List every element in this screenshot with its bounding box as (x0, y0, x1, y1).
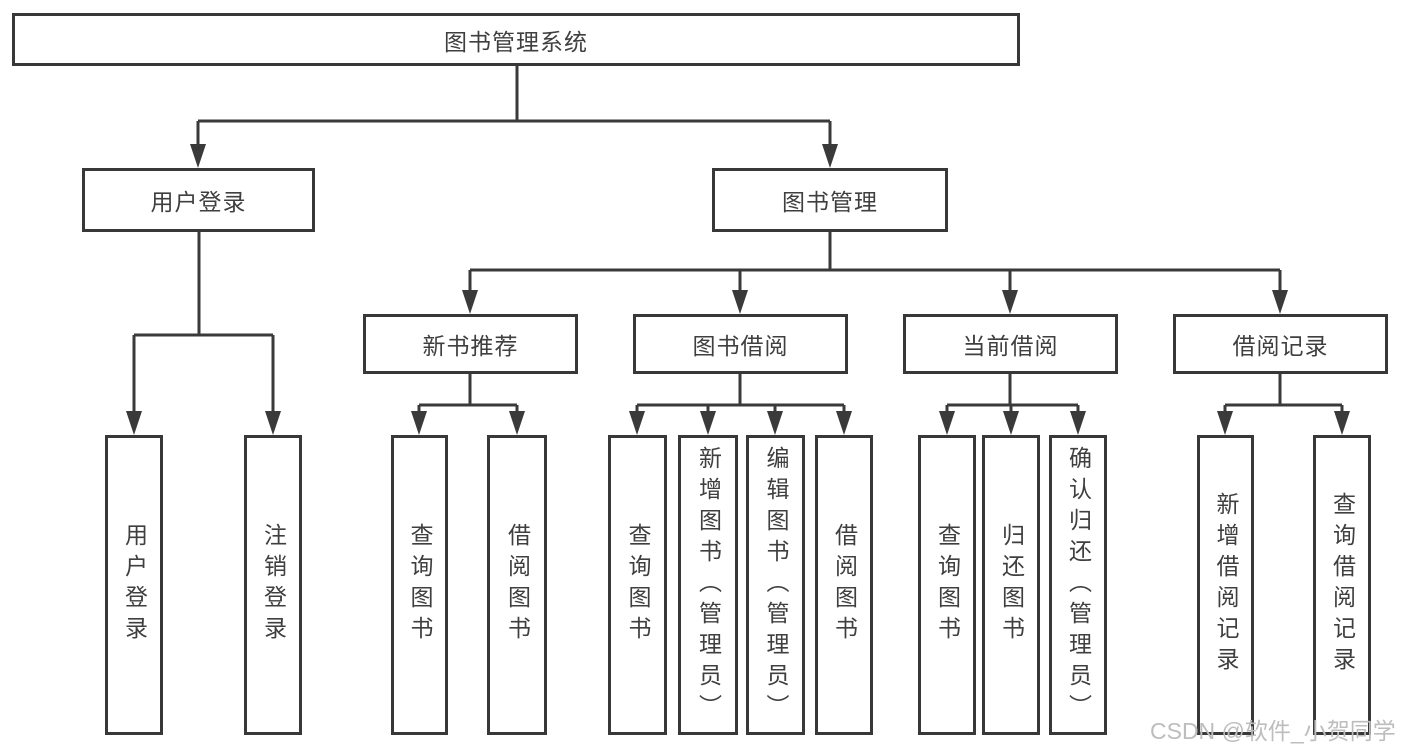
arrow-icon (265, 411, 281, 435)
leaf-logout: 注销登录 (244, 435, 302, 735)
leaf-borrow-books-recommend: 借阅图书 (487, 435, 547, 735)
node-label: 新增借阅记录 (1213, 492, 1239, 678)
node-label: 图书管理系统 (444, 28, 588, 55)
leaf-add-borrow-record: 新增借阅记录 (1197, 435, 1254, 735)
node-label: 归还图书 (998, 523, 1025, 647)
node-label: 新书推荐 (422, 333, 519, 359)
leaf-confirm-return-admin: 确认归还（管理员） (1049, 435, 1107, 735)
csdn-watermark: CSDN @软件_小贺同学 (1150, 718, 1396, 744)
leaf-query-books-recommend: 查询图书 (391, 435, 448, 735)
arrow-icon (939, 411, 955, 435)
arrow-icon (509, 411, 525, 435)
connector-current-to-leaves (945, 374, 1080, 414)
leaf-query-books-borrowing: 查询图书 (608, 435, 667, 735)
arrow-icon (1002, 290, 1018, 314)
leaf-user-login: 用户登录 (105, 435, 163, 735)
node-label: 图书管理 (782, 189, 878, 215)
arrow-icon (836, 411, 852, 435)
node-label: 查询图书 (934, 523, 961, 647)
arrow-icon (822, 144, 838, 168)
connector-borrowing-to-leaves (635, 374, 846, 414)
arrow-icon (700, 411, 716, 435)
arrow-icon (1003, 411, 1019, 435)
leaf-return-books: 归还图书 (982, 435, 1040, 735)
node-label: 用户登录 (150, 189, 247, 215)
connector-bookmgmt-to-level3 (468, 232, 1282, 294)
connector-userlogin-to-leaves (132, 232, 275, 414)
node-label: 注销登录 (260, 523, 287, 647)
node-label: 查询借阅记录 (1329, 492, 1356, 678)
node-label: 借阅图书 (831, 523, 858, 647)
node-label: 图书借阅 (692, 333, 789, 359)
arrow-icon (1334, 411, 1350, 435)
node-label: 借阅记录 (1232, 333, 1329, 359)
leaf-borrow-books-borrowing: 借阅图书 (815, 435, 873, 735)
leaf-edit-books-admin: 编辑图书（管理员） (746, 435, 805, 735)
arrow-icon (629, 411, 645, 435)
arrow-icon (126, 411, 142, 435)
node-label: 查询图书 (625, 523, 651, 647)
node-label: 查询图书 (407, 523, 433, 647)
node-new-book-recommendation: 新书推荐 (363, 314, 578, 374)
leaf-query-borrow-record: 查询借阅记录 (1313, 435, 1371, 735)
arrow-icon (767, 411, 783, 435)
node-label: 当前借阅 (962, 333, 1059, 359)
node-user-login-branch: 用户登录 (82, 168, 315, 232)
node-book-management-branch: 图书管理 (712, 168, 948, 232)
node-book-borrowing: 图书借阅 (633, 314, 848, 374)
node-label: 编辑图书（管理员） (763, 445, 789, 725)
arrow-icon (190, 144, 206, 168)
node-label: 借阅图书 (504, 523, 531, 647)
node-label: 确认归还（管理员） (1065, 445, 1092, 725)
connector-records-to-leaves (1223, 374, 1344, 414)
node-label: 新增图书（管理员） (695, 445, 722, 725)
node-borrowing-records: 借阅记录 (1173, 314, 1388, 374)
arrow-icon (411, 411, 427, 435)
arrow-icon (732, 290, 748, 314)
arrow-icon (1272, 290, 1288, 314)
connector-newbook-to-leaves (417, 374, 519, 414)
arrow-icon (1070, 411, 1086, 435)
node-current-borrowing: 当前借阅 (903, 314, 1118, 374)
connector-root-to-level2 (196, 66, 832, 150)
arrow-icon (462, 290, 478, 314)
leaf-query-books-current: 查询图书 (918, 435, 976, 735)
node-library-system: 图书管理系统 (12, 13, 1020, 66)
node-label: 用户登录 (121, 523, 148, 647)
leaf-add-books-admin: 新增图书（管理员） (678, 435, 738, 735)
arrow-icon (1217, 411, 1233, 435)
